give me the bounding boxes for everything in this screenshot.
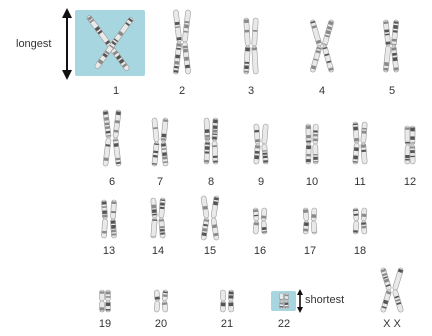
chromosome-pair-23 bbox=[380, 267, 404, 312]
chromosome-pair-8 bbox=[204, 118, 218, 164]
chromosome-number-18: 18 bbox=[345, 245, 375, 257]
chromosome-number-15: 15 bbox=[195, 245, 225, 257]
chromosome-pair-19 bbox=[100, 290, 111, 312]
chromosome-number-20: 20 bbox=[146, 318, 176, 330]
chromosome-pair-13 bbox=[101, 200, 116, 238]
chromosome-number-6: 6 bbox=[97, 176, 127, 188]
chromosome-number-11: 11 bbox=[345, 176, 375, 188]
chromosome-number-8: 8 bbox=[196, 176, 226, 188]
longest-label: longest bbox=[16, 38, 51, 50]
chromosome-pair-5 bbox=[383, 20, 399, 73]
chromosome-number-5: 5 bbox=[377, 85, 407, 97]
chromosome-number-4: 4 bbox=[307, 85, 337, 97]
chromosome-pair-20 bbox=[154, 290, 168, 313]
chromosome-number-12: 12 bbox=[395, 176, 425, 188]
chromosome-number-2: 2 bbox=[167, 85, 197, 97]
chromosome-number-10: 10 bbox=[297, 176, 327, 188]
chromosome-pair-17 bbox=[303, 208, 317, 234]
chromosome-number-3: 3 bbox=[236, 85, 266, 97]
chromosome-number-13: 13 bbox=[94, 245, 124, 257]
chromosome-pair-10 bbox=[306, 124, 318, 164]
chromosome-number-16: 16 bbox=[245, 245, 275, 257]
chromosome-number-21: 21 bbox=[212, 318, 242, 330]
chromosome-pair-9 bbox=[254, 124, 269, 164]
chromosome-pair-14 bbox=[151, 198, 166, 238]
chromosome-pair-15 bbox=[201, 196, 219, 241]
chromosome-pair-16 bbox=[253, 208, 267, 234]
chromosome-pair-2 bbox=[173, 10, 191, 75]
shortest-arrow bbox=[297, 289, 303, 313]
chromosome-pair-12 bbox=[405, 126, 415, 164]
longest-arrow bbox=[62, 8, 72, 80]
chromosome-pair-21 bbox=[220, 290, 234, 312]
chromosome-number-22: 22 bbox=[269, 318, 299, 330]
chromosome-number-14: 14 bbox=[143, 245, 173, 257]
chromosome-number-19: 19 bbox=[90, 318, 120, 330]
chromosome-number-xx: X X bbox=[377, 318, 407, 330]
chromosome-number-1: 1 bbox=[101, 85, 131, 97]
chromosome-pair-7 bbox=[152, 118, 168, 167]
chromosome-number-17: 17 bbox=[295, 245, 325, 257]
chromosome-pair-18 bbox=[353, 208, 367, 234]
chromosome-pair-4 bbox=[310, 19, 334, 72]
chromosome-pair-6 bbox=[103, 110, 121, 167]
chromosome-number-7: 7 bbox=[145, 176, 175, 188]
chromosome-pair-3 bbox=[244, 18, 259, 74]
shortest-label: shortest bbox=[305, 294, 344, 306]
chromosome-pair-11 bbox=[353, 122, 368, 164]
chromosome-number-9: 9 bbox=[246, 176, 276, 188]
